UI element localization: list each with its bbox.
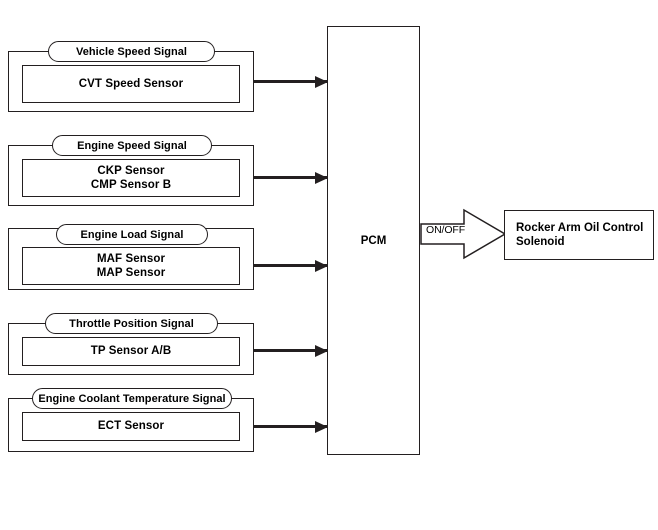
sensor-box-engine-load-sensors: MAF Sensor MAP Sensor (22, 247, 240, 285)
sensor-name-line1: MAF Sensor (96, 252, 166, 265)
signal-label-engine-coolant-temperature: Engine Coolant Temperature Signal (32, 388, 232, 409)
sensor-box-cvt-speed-sensor: CVT Speed Sensor (22, 65, 240, 103)
signal-label-engine-speed: Engine Speed Signal (52, 135, 212, 156)
actuator-name-line1: Rocker Arm Oil Control (516, 221, 644, 234)
signal-label-throttle-position: Throttle Position Signal (45, 313, 218, 334)
signal-arrow-engine-coolant-temperature (253, 425, 327, 428)
sensor-name-line2: MAP Sensor (96, 267, 166, 279)
sensor-name-line1: CVT Speed Sensor (78, 77, 184, 90)
rocker-arm-oil-control-solenoid-box: Rocker Arm Oil Control Solenoid (504, 210, 654, 260)
sensor-name-line1: CKP Sensor (97, 164, 165, 177)
output-signal-label: ON/OFF (426, 224, 465, 236)
signal-label-vehicle-speed: Vehicle Speed Signal (48, 41, 215, 62)
sensor-box-ect-sensor: ECT Sensor (22, 412, 240, 441)
actuator-name-line2: Solenoid (516, 236, 565, 248)
signal-arrow-throttle-position (253, 349, 327, 352)
sensor-name-line1: TP Sensor A/B (90, 345, 172, 358)
signal-label-text: Engine Coolant Temperature Signal (38, 392, 226, 405)
sensor-name-line1: ECT Sensor (97, 420, 165, 433)
signal-arrow-engine-load (253, 264, 327, 267)
sensor-name-line2: CMP Sensor B (90, 179, 172, 191)
output-signal-text: ON/OFF (426, 224, 466, 236)
sensor-box-tp-sensor: TP Sensor A/B (22, 337, 240, 366)
signal-label-text: Engine Load Signal (80, 228, 184, 241)
signal-arrow-engine-speed (253, 176, 327, 179)
signal-label-text: Throttle Position Signal (69, 317, 194, 330)
sensor-box-engine-speed-sensors: CKP Sensor CMP Sensor B (22, 159, 240, 197)
pcm-label: PCM (360, 234, 387, 247)
signal-arrow-vehicle-speed (253, 80, 327, 83)
signal-label-engine-load: Engine Load Signal (56, 224, 208, 245)
signal-label-text: Vehicle Speed Signal (75, 45, 188, 58)
signal-label-text: Engine Speed Signal (77, 139, 187, 152)
output-block-arrow (419, 208, 507, 260)
pcm-box: PCM (327, 26, 420, 455)
